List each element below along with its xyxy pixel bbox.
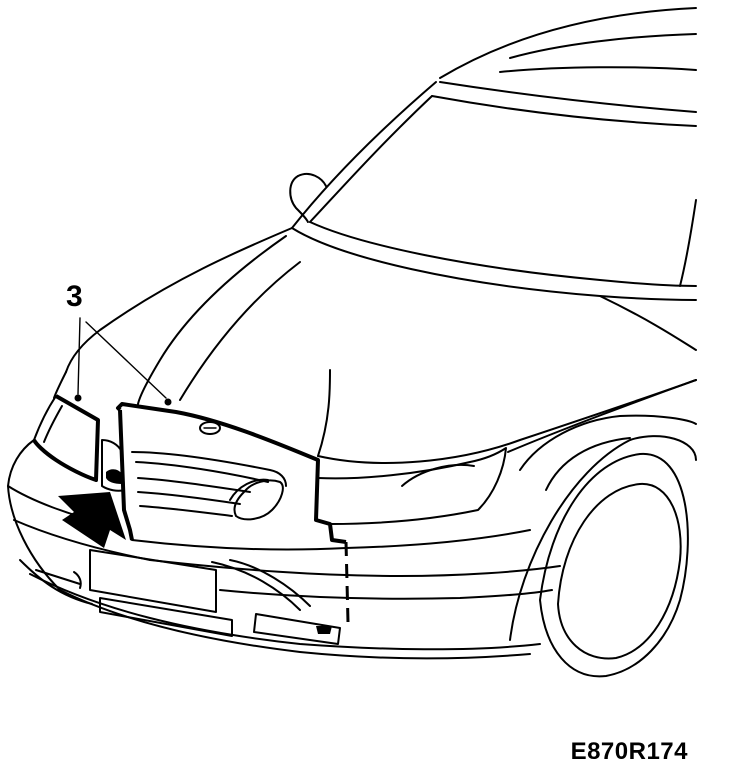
hood — [53, 227, 697, 464]
left-headlamp — [32, 394, 100, 482]
front-wheel — [509, 414, 697, 678]
figure-code: E870R174 — [570, 738, 688, 765]
fender-line — [599, 295, 697, 351]
parking-lamp — [101, 439, 125, 492]
arrow-pointer — [58, 492, 126, 548]
callout-number-3: 3 — [66, 280, 83, 313]
front-bumper — [7, 439, 561, 660]
callout-leaders — [74, 317, 172, 406]
grille-panel — [116, 402, 347, 544]
right-headlamp — [317, 447, 507, 525]
dashed-cut-line — [344, 541, 350, 623]
windshield — [291, 81, 697, 301]
roof-outline — [439, 7, 697, 79]
side-mirror — [289, 172, 327, 223]
